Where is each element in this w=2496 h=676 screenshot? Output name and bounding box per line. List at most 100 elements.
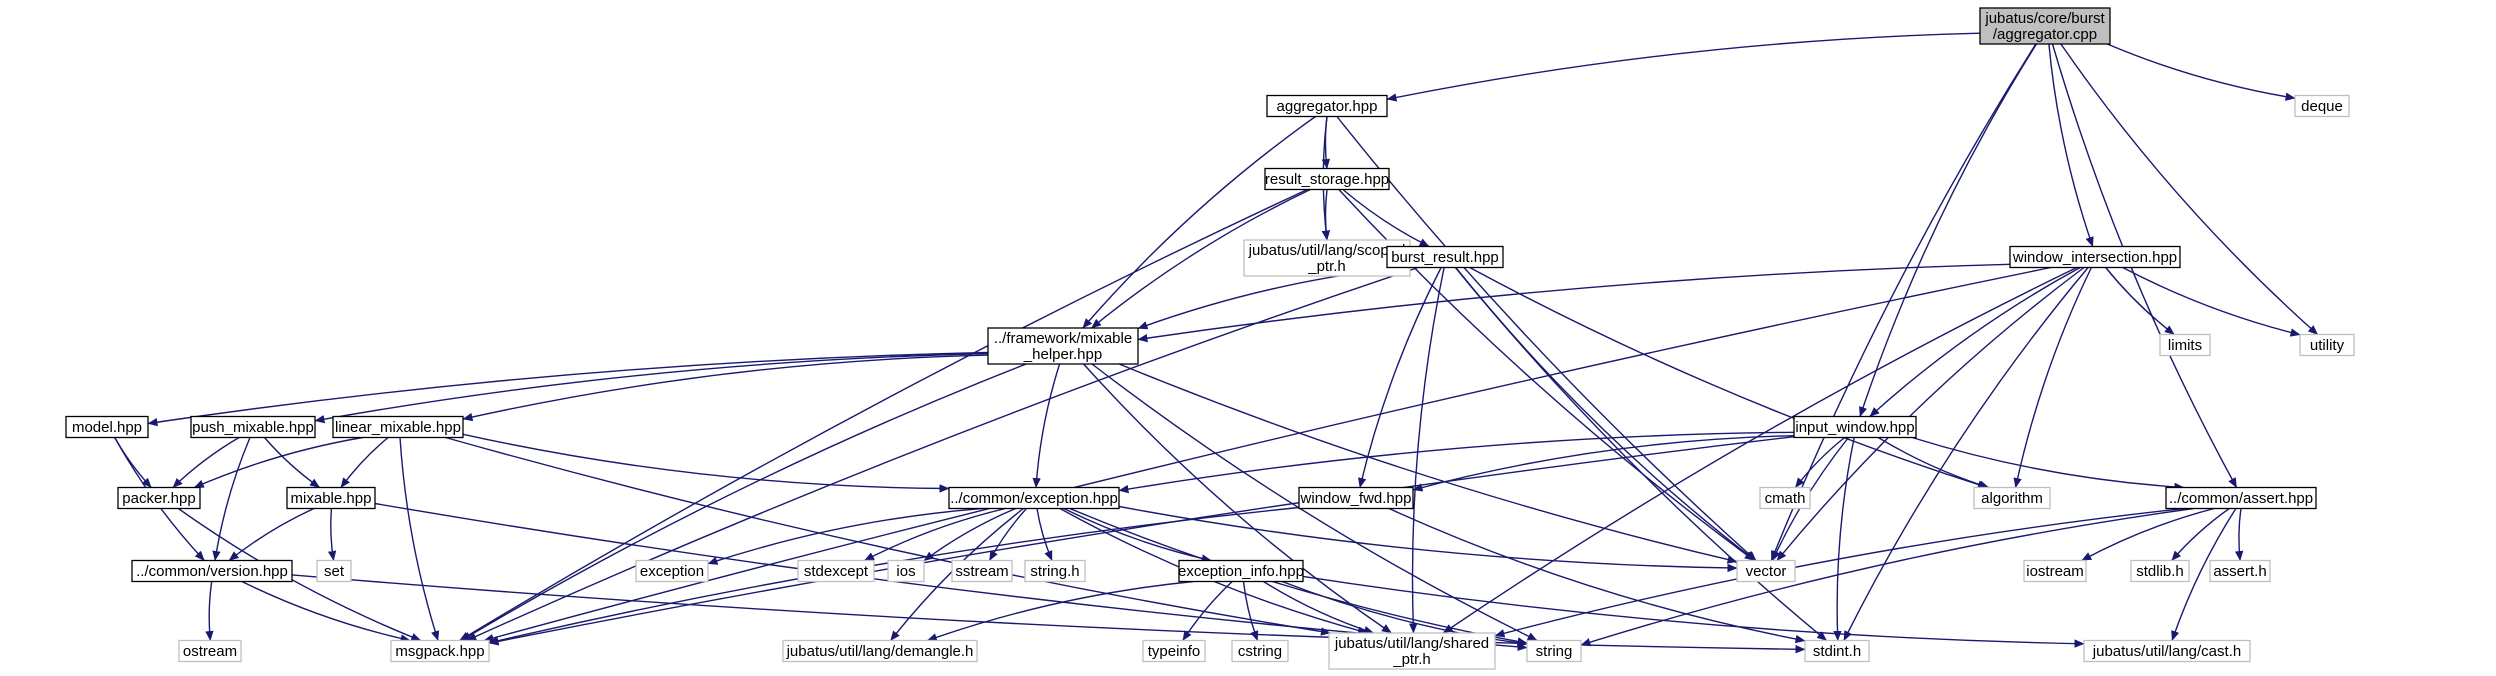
- node-label: utility: [2310, 337, 2345, 354]
- edge-input_window_hpp-to-msgpack_hpp: [488, 436, 1795, 646]
- edge-model_hpp-to-packer_hpp: [114, 437, 152, 488]
- edge-exception_hpp-to-ios: [923, 507, 1016, 562]
- node-label: ../framework/mixable: [994, 330, 1132, 347]
- node-label: ostream: [183, 643, 237, 660]
- edge-aggregator_cpp-to-assert_hpp: [2051, 43, 2238, 488]
- edge-mixable_helper_hpp-to-shared_ptr_h: [1083, 363, 1392, 634]
- edge-assert_hpp-to-string: [1580, 507, 2194, 647]
- node-box: [2165, 486, 2317, 510]
- node-box: [1178, 559, 1304, 583]
- edge-input_window_hpp-to-algorithm: [1877, 436, 1990, 489]
- node-box: [1759, 486, 1811, 510]
- node-box: [948, 486, 1120, 510]
- edge-assert_hpp-to-shared_ptr_h: [1494, 507, 2185, 638]
- node-label: push_mixable.hpp: [192, 419, 314, 436]
- node-push-mixable-hpp[interactable]: push_mixable.hpp: [190, 415, 316, 439]
- edge-exception_hpp-to-string: [1069, 507, 1528, 646]
- node-box: [1264, 167, 1390, 191]
- node-label: typeinfo: [1148, 643, 1201, 660]
- node-aggregator-hpp[interactable]: aggregator.hpp: [1266, 94, 1388, 118]
- edge-input_window_hpp-to-stdint_h: [1833, 437, 1855, 641]
- edge-burst_result_hpp-to-vector: [1455, 267, 1756, 562]
- node-label: limits: [2168, 337, 2202, 354]
- edge-aggregator_cpp-to-deque: [2107, 43, 2296, 101]
- node-model-hpp[interactable]: model.hpp: [65, 415, 149, 439]
- edge-exception_info_hpp-to-demangle_h: [926, 580, 1194, 642]
- node-linear-mixable-hpp[interactable]: linear_mixable.hpp: [332, 415, 464, 439]
- node-label: jubatus/core/burst: [1984, 10, 2105, 27]
- node-mixable-helper-hpp[interactable]: ../framework/mixable_helper.hpp: [987, 327, 1139, 365]
- node-input-window-hpp[interactable]: input_window.hpp: [1793, 415, 1917, 439]
- edge-burst_result_hpp-to-window_fwd_hpp: [1358, 267, 1442, 488]
- edge-assert_hpp-to-stdlib_h: [2171, 507, 2230, 561]
- edge-aggregator_cpp-to-window_intersection_hpp: [2048, 43, 2094, 247]
- node-box: [635, 559, 709, 583]
- node-box: [2294, 94, 2350, 118]
- edge-exception_info_hpp-to-cstring: [1242, 581, 1259, 641]
- node-packer-hpp[interactable]: packer.hpp: [117, 486, 201, 510]
- node-version-hpp[interactable]: ../common/version.hpp: [131, 559, 293, 583]
- edge-result_storage_hpp-to-msgpack_hpp: [459, 188, 1308, 642]
- edge-exception_hpp-to-exception: [707, 507, 982, 565]
- edge-mixable_helper_hpp-to-linear_mixable_hpp: [462, 354, 989, 422]
- node-cmath: cmath: [1759, 486, 1811, 510]
- node-string: string: [1526, 639, 1582, 663]
- node-box: [1979, 7, 2111, 45]
- node-box: [2009, 245, 2181, 269]
- edge-assert_hpp-to-assert_h: [2234, 508, 2244, 561]
- edge-burst_result_hpp-to-algorithm: [1469, 266, 1988, 489]
- edge-linear_mixable_hpp-to-exception_hpp: [462, 433, 950, 493]
- node-box: [1024, 559, 1086, 583]
- node-iostream: iostream: [2023, 559, 2087, 583]
- node-label: _ptr.h: [1307, 258, 1346, 275]
- node-box: [117, 486, 201, 510]
- edge-mixable_helper_hpp-to-model_hpp: [147, 351, 989, 427]
- edge-aggregator_cpp-to-vector: [1770, 43, 2037, 561]
- node-label: set: [324, 563, 345, 580]
- edge-push_mixable_hpp-to-packer_hpp: [172, 436, 240, 489]
- file-nodes: jubatus/core/burst/aggregator.cppaggrega…: [65, 7, 2355, 670]
- node-label: stdint.h: [1813, 643, 1861, 660]
- node-mixable-hpp[interactable]: mixable.hpp: [286, 486, 376, 510]
- edge-aggregator_cpp-to-aggregator_hpp: [1386, 32, 1981, 102]
- node-burst-result-hpp[interactable]: burst_result.hpp: [1386, 245, 1504, 269]
- node-label: assert.h: [2213, 563, 2266, 580]
- node-label: vector: [1746, 563, 1787, 580]
- node-box: [332, 415, 464, 439]
- node-box: [316, 559, 352, 583]
- edge-exception_hpp-to-string_h: [1036, 508, 1053, 561]
- node-limits: limits: [2159, 333, 2211, 357]
- node-box: [1231, 639, 1289, 663]
- edge-window_intersection_hpp-to-shared_ptr_h: [1442, 266, 2078, 634]
- node-exception-info-hpp[interactable]: exception_info.hpp: [1178, 559, 1304, 583]
- node-label: ../common/exception.hpp: [950, 490, 1118, 507]
- edge-exception_info_hpp-to-typeinfo: [1182, 580, 1233, 641]
- edge-burst_result_hpp-to-shared_ptr_h: [1408, 267, 1445, 634]
- node-label: cmath: [1765, 490, 1806, 507]
- node-msgpack-hpp: msgpack.hpp: [390, 639, 490, 663]
- edge-push_mixable_hpp-to-version_hpp: [212, 437, 251, 561]
- node-box: [1298, 486, 1414, 510]
- node-exception: exception: [635, 559, 709, 583]
- node-exception-hpp[interactable]: ../common/exception.hpp: [948, 486, 1120, 510]
- edge-input_window_hpp-to-assert_hpp: [1911, 436, 2185, 492]
- node-result-storage-hpp[interactable]: result_storage.hpp: [1264, 167, 1390, 191]
- node-assert-hpp[interactable]: ../common/assert.hpp: [2165, 486, 2317, 510]
- node-label: cstring: [1238, 643, 1282, 660]
- node-sstream: sstream: [951, 559, 1013, 583]
- node-stdlib-h: stdlib.h: [2130, 559, 2190, 583]
- edge-exception_hpp-to-sstream: [988, 508, 1028, 561]
- node-window-intersection-hpp[interactable]: window_intersection.hpp: [2009, 245, 2181, 269]
- edge-exception_hpp-to-vector: [1118, 505, 1738, 573]
- node-window-fwd-hpp[interactable]: window_fwd.hpp: [1298, 486, 1414, 510]
- node-box: [286, 486, 376, 510]
- node-set: set: [316, 559, 352, 583]
- node-label: aggregator.hpp: [1277, 98, 1378, 115]
- node-label: sstream: [955, 563, 1008, 580]
- node-stdint-h: stdint.h: [1804, 639, 1870, 663]
- node-utility: utility: [2299, 333, 2355, 357]
- node-label: ../common/version.hpp: [136, 563, 288, 580]
- node-label: ../common/assert.hpp: [2169, 490, 2313, 507]
- node-label: _helper.hpp: [1023, 346, 1102, 363]
